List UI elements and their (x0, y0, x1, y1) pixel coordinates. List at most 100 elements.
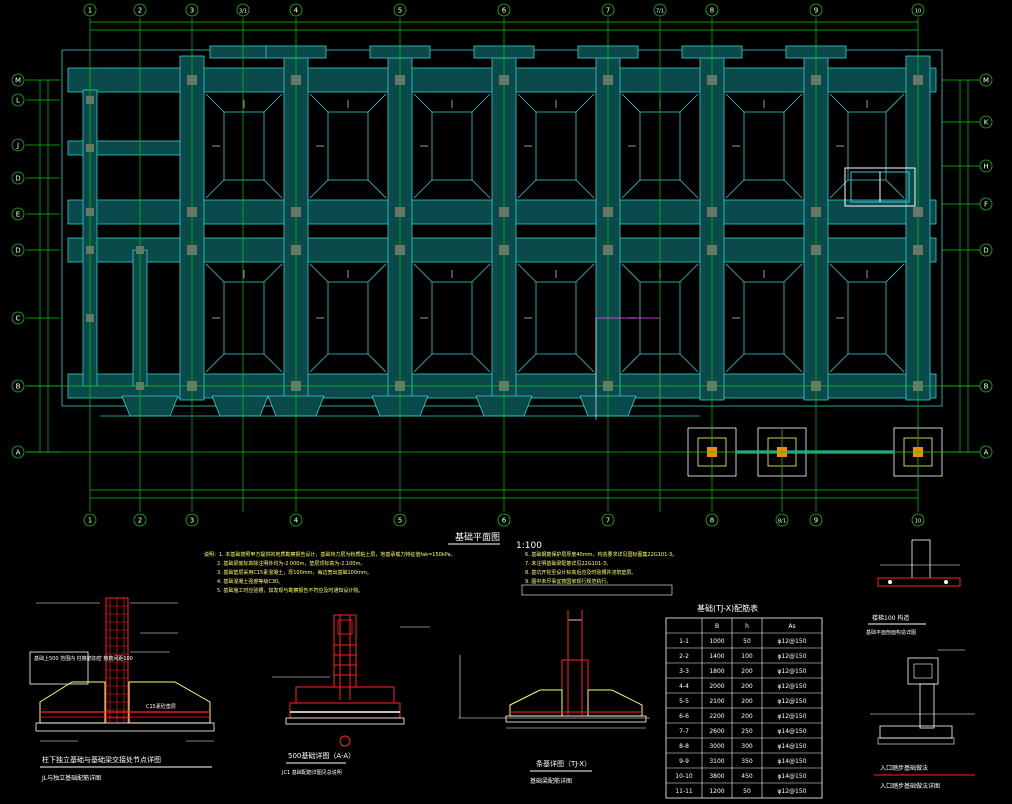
axis-bubble-bottom: 10 (911, 513, 925, 527)
table-cell: 50 (743, 638, 751, 645)
table-cell: 2000 (709, 683, 724, 690)
svg-text:3: 3 (190, 7, 194, 15)
table-cell: φ12@150 (777, 683, 806, 690)
note-7: 7. 未注明基础梁配筋详见22G101-3。 (525, 560, 611, 567)
table-cell: 3100 (709, 758, 724, 765)
svg-text:2: 2 (138, 7, 142, 15)
note-8: 8. 基坑开挖至设计标高后应及时验槽并浇筑垫层。 (525, 569, 636, 576)
svg-text:5: 5 (398, 517, 402, 525)
d3-subtitle: 基础梁配筋详图 (530, 777, 572, 785)
table-cell: 450 (741, 773, 753, 780)
axis-bubble-top: 9 (809, 3, 823, 17)
axis-bubble-bottom: 1 (83, 513, 97, 527)
axis-bubble-top: 1 (83, 3, 97, 17)
svg-text:B: B (984, 383, 989, 391)
table-cell: 7-7 (679, 728, 689, 735)
svg-text:6: 6 (502, 7, 507, 15)
note-9: 9. 图中未尽事宜按国家现行规范执行。 (525, 578, 611, 585)
svg-text:A: A (16, 449, 21, 457)
table-cell: φ12@150 (777, 698, 806, 705)
table-cell: 6-6 (679, 713, 689, 720)
table-header-cell: As (788, 623, 795, 630)
table-cell: 4-4 (679, 683, 689, 690)
table-cell: 11-11 (675, 788, 693, 795)
table-cell: 8-8 (679, 743, 689, 750)
table-cell: 9-9 (679, 758, 689, 765)
svg-text:8: 8 (710, 517, 714, 525)
svg-text:5: 5 (398, 7, 402, 15)
plan-title: 基础平面图 (455, 531, 500, 543)
axis-bubble-top: 3/1 (236, 3, 250, 17)
table-cell: 2600 (709, 728, 724, 735)
table-cell: 10-10 (675, 773, 693, 780)
table-cell: 200 (741, 698, 753, 705)
axis-bubble-bottom: 8 (705, 513, 719, 527)
d2-title: 500基础详图（A-A） (288, 751, 355, 760)
table-cell: 200 (741, 683, 753, 690)
axis-bubble-right: M (979, 73, 993, 87)
axis-bubble-left: L (11, 93, 25, 107)
axis-bubble-bottom: 6 (497, 513, 511, 527)
svg-text:6: 6 (502, 517, 507, 525)
svg-text:4: 4 (294, 7, 299, 15)
table-cell: 250 (741, 728, 753, 735)
axis-bubble-right: B (979, 379, 993, 393)
svg-text:D: D (983, 247, 988, 255)
axis-bubble-right: H (979, 159, 993, 173)
general-notes: 说明：1. 本基础按照甲方提供的地质勘察报告设计，基础持力层为粉质粘土层，地基承… (204, 551, 677, 596)
svg-text:L: L (16, 97, 20, 105)
axis-bubble-bottom: 3 (185, 513, 199, 527)
detail-4-stair-section: 楼梯100 构造 基础平面剖面构造详图 (866, 539, 961, 636)
d4-subtitle: 基础平面剖面构造详图 (866, 629, 916, 636)
table-cell: 1800 (709, 668, 724, 675)
d5-subtitle: 入口踏步基础做法详图 (880, 782, 940, 790)
table-cell: 3-3 (679, 668, 689, 675)
svg-text:M: M (15, 77, 21, 85)
svg-text:3: 3 (190, 517, 194, 525)
table-cell: 200 (741, 668, 753, 675)
table-header-cell: B (715, 623, 719, 630)
axis-bubble-top: 7 (601, 3, 615, 17)
table-cell: φ14@150 (777, 758, 806, 765)
svg-text:10: 10 (915, 519, 921, 525)
axis-bubble-top: 2 (133, 3, 147, 17)
note-2: 2. 基础梁底标高除注明外均为-2.000m，垫层顶标高为-2.100m。 (217, 560, 365, 567)
table-cell: φ14@150 (777, 728, 806, 735)
table-cell: φ14@150 (777, 743, 806, 750)
axis-bubble-top: 10 (911, 3, 925, 17)
svg-text:8: 8 (710, 7, 714, 15)
d1-subtitle: JL与独立基础配筋详图 (41, 774, 101, 782)
svg-text:8/1: 8/1 (778, 519, 786, 525)
table-cell: 3000 (709, 743, 724, 750)
table-cell: 5-5 (679, 698, 689, 705)
axis-bubble-left: M (11, 73, 25, 87)
axis-bubble-left: A (11, 445, 25, 459)
svg-text:D: D (15, 247, 20, 255)
svg-text:2: 2 (138, 517, 142, 525)
note-1: 说明：1. 本基础按照甲方提供的地质勘察报告设计，基础持力层为粉质粘土层，地基承… (204, 551, 456, 558)
axis-bubble-left: E (11, 207, 25, 221)
detail-2-a-a-section: 500基础详图（A-A） JC1 基础配筋详图见总说明 (272, 614, 430, 776)
table-cell: φ12@150 (777, 653, 806, 660)
svg-text:H: H (983, 163, 988, 171)
axis-bubble-right: A (979, 445, 993, 459)
svg-text:D: D (15, 175, 20, 183)
d5-title: 入口踏步基础做法 (880, 764, 928, 772)
note-5: 5. 基础施工时应验槽，如发现与勘察报告不符应及时通知设计院。 (217, 587, 363, 594)
svg-text:B: B (16, 383, 21, 391)
axis-bubble-top: 5 (393, 3, 407, 17)
table-cell: 200 (741, 713, 753, 720)
table-cell: 1200 (709, 788, 724, 795)
table-header-cell: h (745, 623, 749, 630)
table-cell: 300 (741, 743, 753, 750)
axis-bubble-left: D (11, 243, 25, 257)
axis-bubble-top: 8 (705, 3, 719, 17)
svg-text:C: C (16, 315, 21, 323)
table-cell: φ12@150 (777, 668, 806, 675)
axis-bubble-top: 7/1 (653, 3, 667, 17)
d1-title: 柱下独立基础与基础梁交接处节点详图 (42, 755, 161, 764)
svg-text:M: M (983, 77, 989, 85)
table-cell: φ12@150 (777, 638, 806, 645)
axis-bubble-bottom: 9 (809, 513, 823, 527)
